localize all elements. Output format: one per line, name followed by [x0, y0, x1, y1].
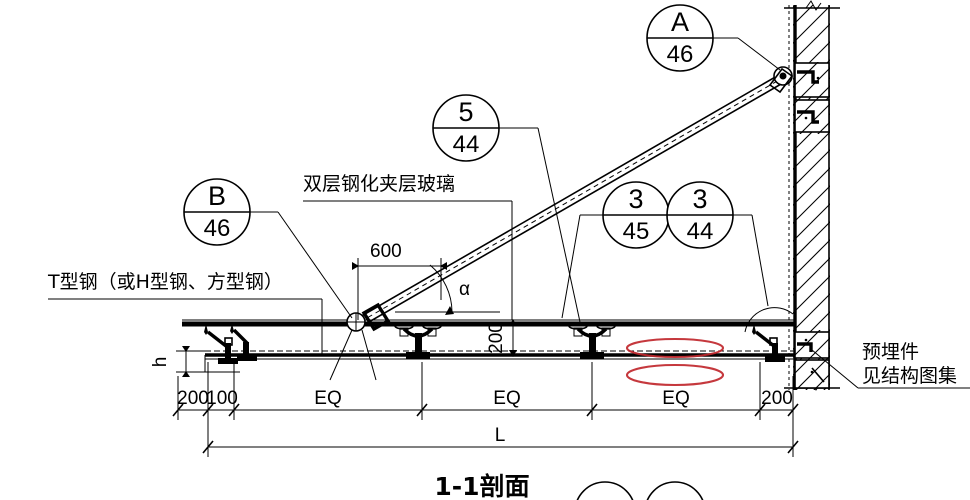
- dimension-vertical-200: 200: [486, 319, 527, 357]
- dimension-h: h: [150, 346, 205, 377]
- callout-bubble-A46[interactable]: A 46: [646, 4, 714, 72]
- dim-vertical-200-text: 200: [486, 322, 507, 354]
- spider-fitting-2: [230, 324, 257, 361]
- callout-544-top: 5: [458, 97, 473, 127]
- callout-A46-top: A: [671, 7, 689, 37]
- callout-A46-bottom: 46: [667, 41, 694, 68]
- title-text: 1-1剖面: [434, 472, 529, 500]
- label-glass: 双层钢化夹层玻璃: [303, 173, 513, 320]
- dim-chain-1: 200: [177, 388, 209, 409]
- dim-chain-5: EQ: [662, 388, 689, 409]
- leader-344-d: [751, 214, 769, 307]
- drawing-title: 1-1剖面: [434, 472, 529, 500]
- dimension-overall-L: L: [202, 425, 799, 457]
- leader-A46-d: [737, 37, 781, 71]
- callout-345-top: 3: [628, 184, 643, 214]
- label-embedded-part: 预埋件 见结构图集: [811, 341, 970, 389]
- spider-fitting-3: [394, 322, 442, 359]
- callout-544-bottom: 44: [453, 131, 480, 158]
- diagonal-tie-rod: [346, 66, 794, 332]
- leader-345-d: [561, 214, 581, 319]
- callout-345-bottom: 45: [623, 218, 650, 245]
- callout-344-top: 3: [692, 184, 707, 214]
- glass-canopy-panel: [182, 319, 795, 327]
- leader-544-d: [537, 127, 581, 323]
- callout-bubble-B46[interactable]: B 46: [183, 178, 251, 246]
- spider-fitting-4: [568, 322, 616, 359]
- spider-fitting-1: [204, 324, 238, 364]
- steel-beam-label-text: T型钢（或H型钢、方型钢）: [47, 271, 283, 293]
- dim-overall-L-text: L: [495, 425, 506, 446]
- bottom-callout-bubbles-cutoff: [576, 481, 704, 500]
- leader-B46-d: [277, 211, 353, 319]
- dimension-angle-alpha: α: [395, 264, 500, 315]
- dimension-600: 600: [352, 241, 447, 320]
- embedded-plate-upper: [793, 62, 830, 134]
- callout-bubble-5-44[interactable]: 5 44: [432, 94, 500, 162]
- embedded-part-line1: 预埋件: [862, 341, 919, 363]
- label-steel-beam: T型钢（或H型钢、方型钢）: [47, 271, 323, 356]
- dim-chain-2: 100: [206, 388, 238, 409]
- spider-fitting-5: [752, 324, 785, 362]
- leader-arc-right: [744, 307, 794, 333]
- embedded-part-line2: 见结构图集: [862, 365, 957, 387]
- callout-B46-top: B: [208, 181, 226, 211]
- callout-bubble-3-45[interactable]: 3 45: [602, 181, 670, 249]
- angle-alpha-text: α: [459, 279, 470, 300]
- dim-chain-4: EQ: [493, 388, 520, 409]
- callout-B46-bottom: 46: [204, 215, 231, 242]
- glass-label-text: 双层钢化夹层玻璃: [303, 173, 455, 195]
- callout-bubble-3-44[interactable]: 3 44: [666, 181, 734, 249]
- red-annotation-marks: [625, 337, 725, 387]
- dim-chain-3: EQ: [314, 388, 341, 409]
- dim-chain-6: 200: [761, 388, 793, 409]
- dimension-chain: 200 100 EQ EQ EQ 200: [172, 362, 799, 430]
- support-bracing: [329, 329, 377, 381]
- callout-344-bottom: 44: [687, 218, 714, 245]
- embedded-plate-lower: [793, 330, 830, 390]
- dim-h-text: h: [150, 357, 171, 368]
- dim-600-text: 600: [370, 241, 402, 262]
